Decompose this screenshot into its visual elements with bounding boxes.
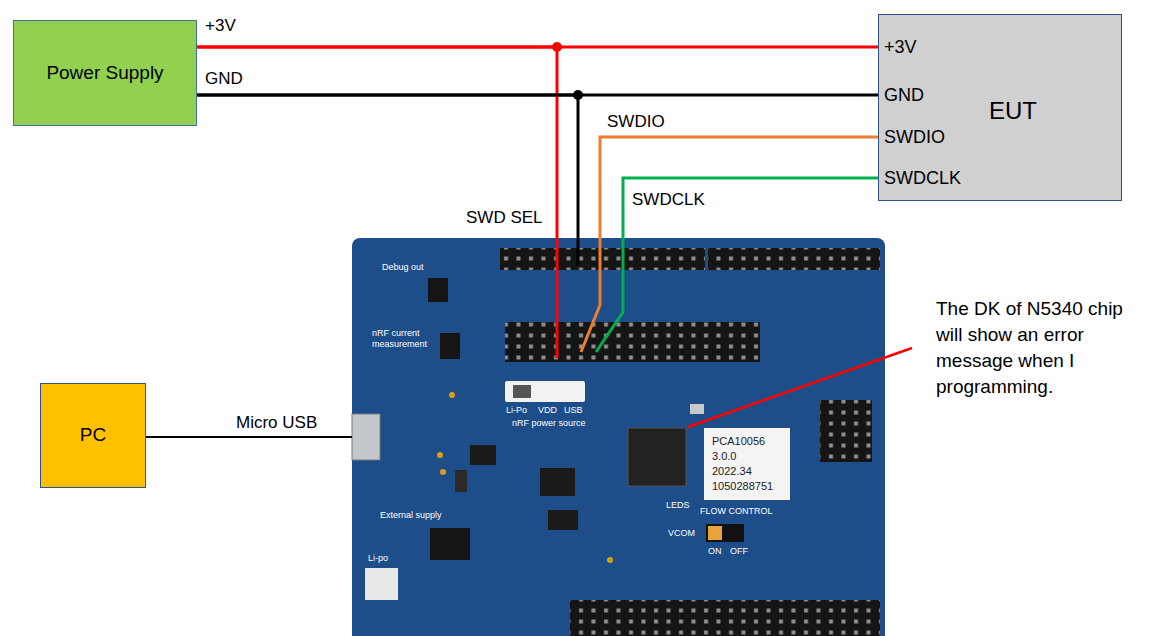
eut-box: EUT +3V GND SWDIO SWDCLK xyxy=(878,14,1122,201)
pin-header xyxy=(708,248,880,270)
label-sticker xyxy=(704,428,790,500)
nrf5340-chip xyxy=(628,428,686,486)
pin-header xyxy=(428,278,448,302)
vcom-switch xyxy=(706,524,744,542)
leader-line xyxy=(688,348,912,427)
box-title: PC xyxy=(80,424,106,447)
battery-connector xyxy=(365,568,398,600)
wire-label: SWD SEL xyxy=(466,208,543,228)
crystal xyxy=(690,404,704,414)
wire xyxy=(146,436,352,438)
header-pins xyxy=(708,248,880,270)
silkscreen-text: LEDS xyxy=(666,500,690,511)
silkscreen-text: Li-Po xyxy=(506,405,527,416)
dev-kit-board: PCA10056 3.0.0 2022.34 1050288751 xyxy=(352,238,885,636)
pin-label: SWDCLK xyxy=(884,168,961,190)
ic-component xyxy=(540,468,575,496)
wire-label: Micro USB xyxy=(236,413,317,433)
silkscreen-text: External supply xyxy=(380,510,442,521)
wire xyxy=(197,95,578,238)
wire-to-pin xyxy=(581,238,600,352)
wire-label: SWDIO xyxy=(607,112,665,132)
test-point xyxy=(449,392,455,398)
pin-header xyxy=(440,333,460,359)
switch-knob xyxy=(513,385,531,398)
wire xyxy=(600,137,878,238)
pin-header xyxy=(820,400,872,462)
box-title: EUT xyxy=(989,97,1037,126)
junction-dot xyxy=(552,42,562,52)
switch-knob xyxy=(708,526,722,540)
test-point xyxy=(440,469,446,475)
silkscreen-text: USB xyxy=(564,405,583,416)
junction-dot xyxy=(573,90,583,100)
wire-to-pin xyxy=(596,238,623,352)
silkscreen-text: FLOW CONTROL xyxy=(700,506,773,517)
pc-box: PC xyxy=(40,383,146,488)
silkscreen-text: Li-po xyxy=(368,553,388,564)
pin-label: +3V xyxy=(884,37,917,59)
header-pins xyxy=(505,322,760,362)
pin-header xyxy=(430,528,470,560)
test-point xyxy=(437,452,443,458)
silkscreen-text: nRF power source xyxy=(512,418,586,429)
sticker-text: PCA10056 3.0.0 2022.34 1050288751 xyxy=(712,434,773,494)
header-pins xyxy=(500,248,705,270)
pin-label: GND xyxy=(884,85,924,107)
wire-label: +3V xyxy=(205,16,236,36)
usb-port xyxy=(352,414,380,460)
wire xyxy=(623,178,878,238)
silkscreen-text: VCOM xyxy=(668,528,695,539)
callout-note: The DK of N5340 chip will show an error … xyxy=(936,296,1151,400)
box-title: Power Supply xyxy=(46,62,163,85)
silkscreen-text: nRF current measurement xyxy=(372,328,432,350)
silkscreen-text: Debug out xyxy=(382,262,424,273)
wire-to-pin xyxy=(556,238,559,358)
silkscreen-text: ON xyxy=(708,546,722,557)
ic-component xyxy=(455,470,467,492)
header-pins xyxy=(820,400,872,462)
ic-component xyxy=(470,445,496,465)
pin-label: SWDIO xyxy=(884,127,945,149)
test-point xyxy=(607,557,613,563)
pin-header xyxy=(500,248,705,270)
dev-board xyxy=(352,238,885,636)
wire-to-pin xyxy=(577,238,580,266)
power-supply-box: Power Supply xyxy=(13,20,197,126)
silkscreen-text: OFF xyxy=(730,546,748,557)
silkscreen-text: VDD xyxy=(538,405,557,416)
slide-switch xyxy=(505,381,585,402)
wire xyxy=(197,47,557,238)
board-pcb xyxy=(352,238,885,636)
wire-label: GND xyxy=(205,69,243,89)
header-pins xyxy=(570,600,880,636)
wire-label: SWDCLK xyxy=(632,190,705,210)
pin-header xyxy=(570,600,880,636)
pin-header xyxy=(505,322,760,362)
ic-component xyxy=(548,510,578,530)
